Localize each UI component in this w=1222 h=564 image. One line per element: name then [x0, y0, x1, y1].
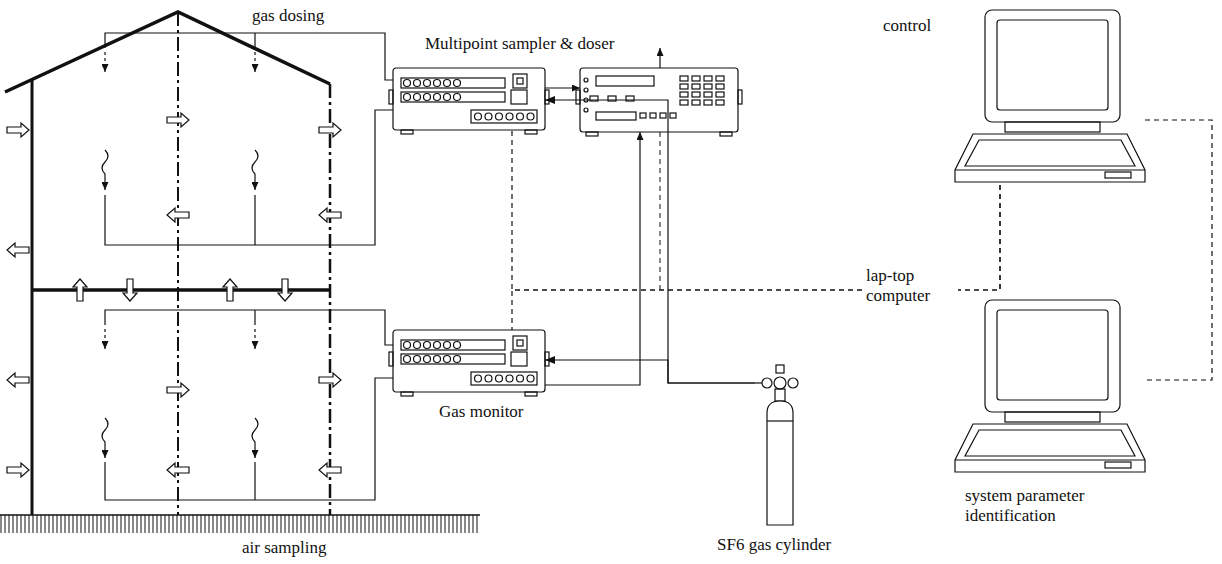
sample-line [545, 87, 580, 88]
dosing-tube [105, 33, 400, 80]
airflow-arrow [223, 279, 237, 301]
airflow-arrow [319, 463, 341, 477]
airflow-arrow [167, 208, 189, 222]
airflow-arrow [319, 123, 341, 137]
airflow-arrow [7, 463, 29, 477]
annotation-label: air sampling [240, 538, 329, 558]
airflow-arrow [167, 383, 189, 397]
sampling-tube [254, 462, 255, 500]
airflow-arrow [123, 279, 137, 301]
sampler-picture [393, 330, 545, 392]
sampling-tube [105, 378, 400, 500]
gas-supply-line [545, 100, 755, 383]
dosing-outlet [104, 52, 105, 72]
device-label: Gas monitor [439, 402, 524, 422]
sampler-doser-unit: Gas monitor [393, 330, 545, 392]
cylinder-picture [755, 365, 805, 527]
annotation-label: lap-top computer [864, 266, 958, 306]
dosing-outlet [254, 329, 255, 349]
sampling-inlet [102, 418, 108, 458]
sampling-tube [254, 195, 255, 245]
data-link [1145, 120, 1212, 380]
gas-monitor-device [576, 68, 742, 136]
sampling-inlet [252, 418, 258, 458]
dosing-outlet [254, 52, 255, 72]
airflow-arrow [7, 123, 29, 137]
data-cable [660, 132, 661, 290]
ground-hatch [0, 515, 480, 533]
device-label: control [883, 16, 931, 36]
sampler-doser-unit: Multipoint sampler & doser [393, 68, 545, 130]
airflow-arrow [73, 279, 87, 301]
laptop-computer: control [955, 10, 1145, 185]
dosing-tube [254, 33, 255, 48]
airflow-arrow [167, 463, 189, 477]
sampler-picture [393, 68, 545, 130]
gas-supply-line [545, 360, 755, 383]
dosing-outlet [104, 329, 105, 349]
airflow-arrow [7, 373, 29, 387]
airflow-arrow [7, 243, 29, 257]
airflow-arrow [319, 208, 341, 222]
dosing-tube [105, 310, 400, 345]
exhaust-arrow [659, 48, 660, 68]
annotation-label: gas dosing [250, 6, 326, 26]
inner-wall [177, 12, 179, 515]
sampling-inlet [102, 150, 108, 190]
device-label: system parameter identification [965, 486, 1135, 526]
left-wall [31, 80, 34, 515]
right-wall [329, 84, 332, 515]
laptop-picture [955, 10, 1145, 185]
sampling-tube [105, 110, 400, 245]
sampling-inlet [252, 150, 258, 190]
airflow-arrow [167, 113, 189, 127]
laptop-picture [955, 300, 1145, 475]
device-label: SF6 gas cylinder [717, 535, 831, 555]
airflow-arrow [319, 373, 341, 387]
data-link [512, 185, 1000, 330]
dosing-tube [254, 310, 255, 325]
ground-line [0, 514, 480, 516]
airflow-arrow [278, 279, 292, 301]
airflow-arrows [7, 113, 341, 477]
device-label: Multipoint sampler & doser [425, 34, 614, 54]
sample-line [545, 132, 640, 385]
gas-cylinder: SF6 gas cylinder [755, 365, 805, 527]
laptop-computer: system parameter identification [955, 300, 1145, 475]
